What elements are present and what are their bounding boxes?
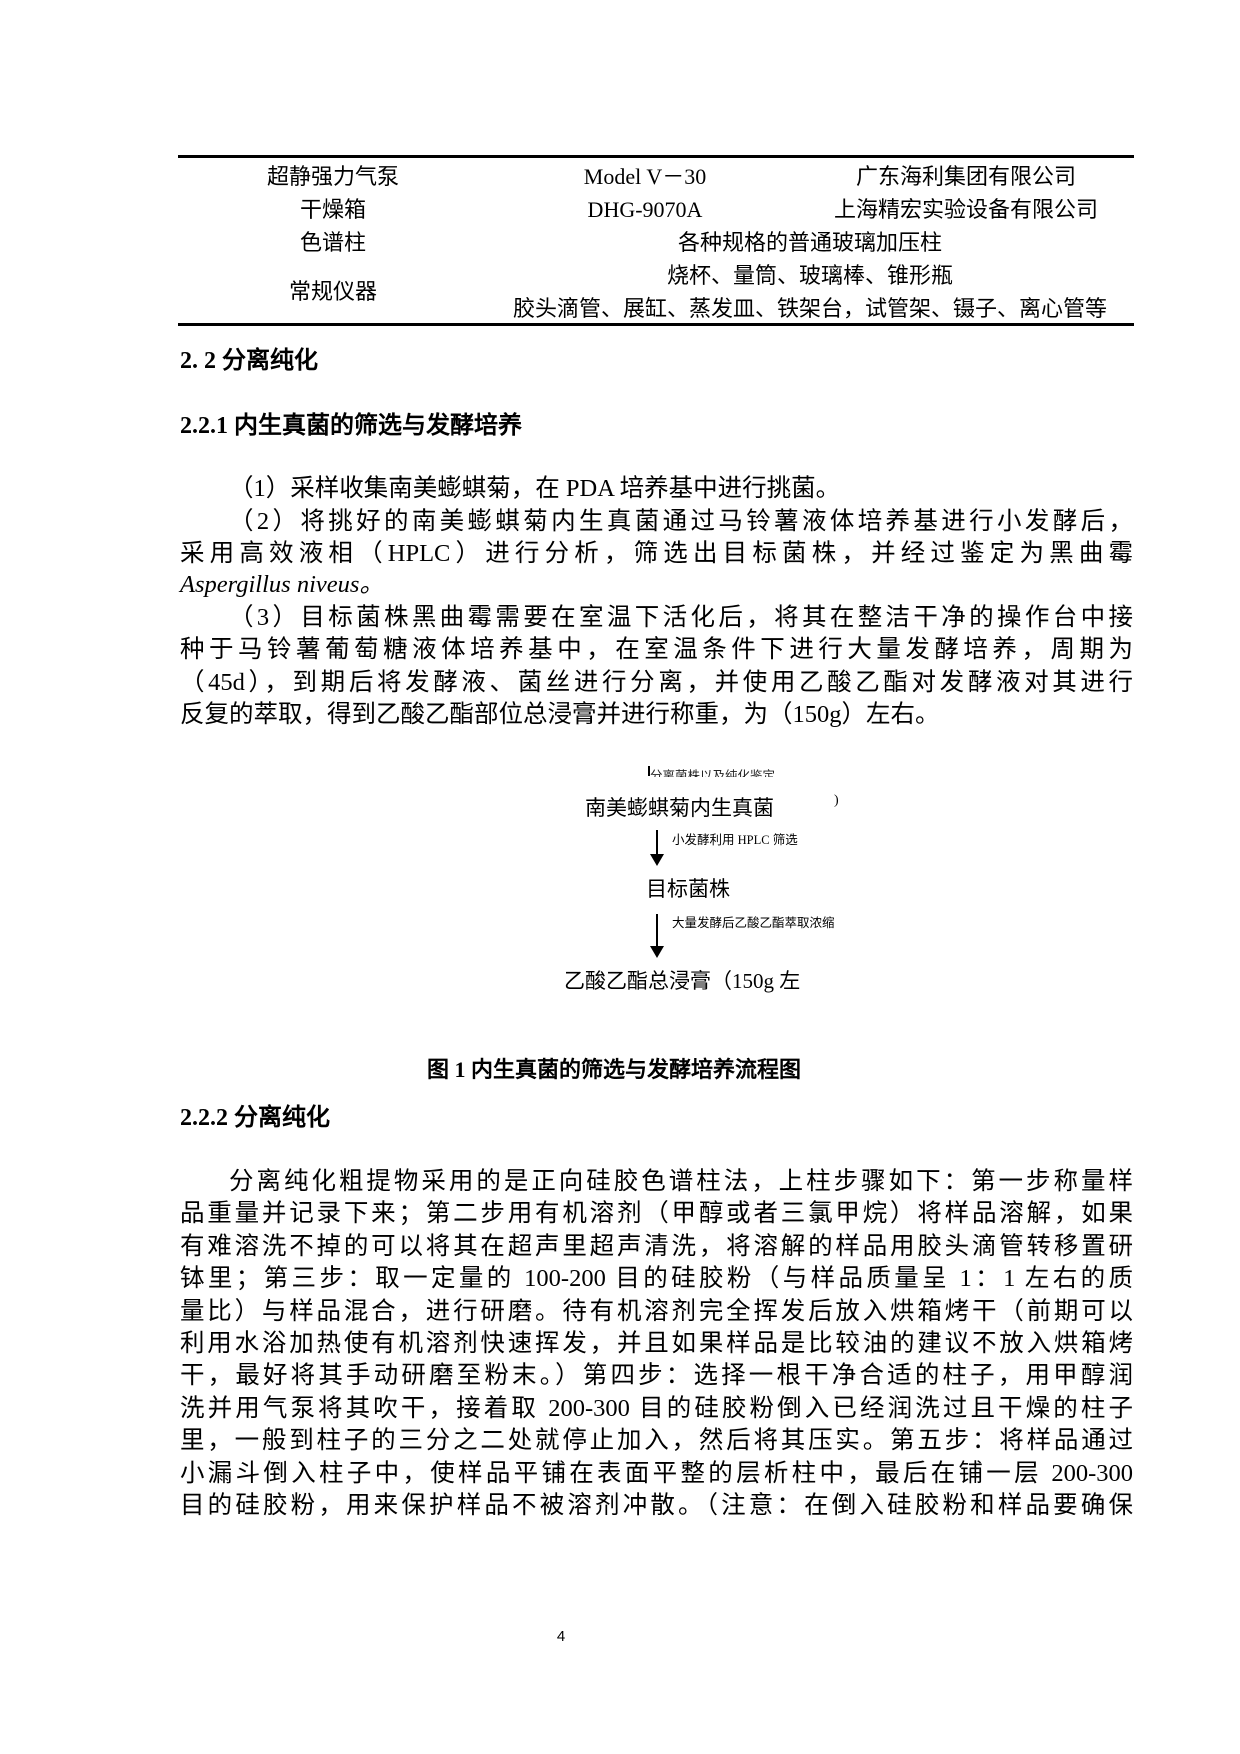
arrow-down-icon — [650, 914, 664, 958]
arrow-down-icon — [650, 830, 664, 866]
table-cell: 烧杯、量筒、玻璃棒、锥形瓶 — [666, 263, 954, 288]
table-cell: Model V－30 — [583, 164, 707, 189]
paragraph-line: Aspergillus niveus。 — [180, 571, 384, 598]
paragraph-line: 量比）与样品混合，进行研磨。待有机溶剂完全挥发后放入烘箱烤干（前期可以 — [180, 1298, 1133, 1325]
flow-edge-label: 大量发酵后乙酸乙酯萃取浓缩 — [672, 916, 835, 930]
paragraph-line: 小漏斗倒入柱子中，使样品平铺在表面平整的层析柱中，最后在铺一层 200-300 — [180, 1460, 1133, 1487]
table-cell: 上海精宏实验设备有限公司 — [833, 197, 1099, 222]
table-cell: 色谱柱 — [299, 230, 367, 255]
paragraph-line: （45d），到期后将发酵液、菌丝进行分离，并使用乙酸乙酯对发酵液对其进行 — [180, 669, 1133, 696]
paragraph-line: （2）将挑好的南美蟛蜞菊内生真菌通过马铃薯液体培养基进行小发酵后， — [229, 508, 1133, 535]
section-heading: 2.2.1 内生真菌的筛选与发酵培养 — [180, 413, 522, 439]
section-heading: 2. 2 分离纯化 — [180, 348, 318, 374]
clipped-line — [648, 766, 650, 776]
paragraph-line: 种于马铃薯葡萄糖液体培养基中，在室温条件下进行大量发酵培养，周期为 — [180, 636, 1133, 663]
flow-node: 乙酸乙酯总浸膏（150g 左 — [564, 969, 801, 993]
clipped-paren: ) — [834, 793, 839, 808]
table-cell: 胶头滴管、展缸、蒸发皿、铁架台，试管架、镊子、离心管等 — [512, 296, 1108, 321]
flow-node: 目标菌株 — [646, 877, 730, 901]
paragraph-line: 采用高效液相（HPLC）进行分析，筛选出目标菌株，并经过鉴定为黑曲霉 — [180, 540, 1133, 567]
paragraph-line: 分离纯化粗提物采用的是正向硅胶色谱柱法，上柱步骤如下：第一步称量样 — [229, 1168, 1133, 1195]
table-cell: 干燥箱 — [299, 197, 367, 222]
paragraph-line: 有难溶洗不掉的可以将其在超声里超声清洗，将溶解的样品用胶头滴管转移置研 — [180, 1233, 1133, 1260]
paragraph-line: 里，一般到柱子的三分之二处就停止加入，然后将其压实。第五步：将样品通过 — [180, 1427, 1133, 1454]
section-heading: 2.2.2 分离纯化 — [180, 1105, 330, 1131]
figure-caption: 图 1 内生真菌的筛选与发酵培养流程图 — [426, 1057, 802, 1082]
table-cell: 各种规格的普通玻璃加压柱 — [677, 230, 943, 255]
paragraph-line: 品重量并记录下来；第二步用有机溶剂（甲醇或者三氯甲烷）将样品溶解，如果 — [180, 1200, 1133, 1227]
paragraph-line: 钵里；第三步：取一定量的 100-200 目的硅胶粉（与样品质量呈 1：1 左右… — [180, 1265, 1133, 1292]
paragraph-line: 洗并用气泵将其吹干，接着取 200-300 目的硅胶粉倒入已经润洗过且干燥的柱子 — [180, 1395, 1133, 1422]
table-bottom-rule — [178, 323, 1134, 326]
paragraph-line: （3）目标菌株黑曲霉需要在室温下活化后，将其在整洁干净的操作台中接 — [229, 604, 1133, 631]
flowchart-clipped-label: 分离菌株以及纯化鉴定 — [650, 769, 776, 777]
table-cell: DHG-9070A — [587, 197, 703, 222]
paragraph-line: 干，最好将其手动研磨至粉末。）第四步：选择一根干净合适的柱子，用甲醇润 — [180, 1362, 1133, 1389]
paragraph-line: （1）采样收集南美蟛蜞菊，在 PDA 培养基中进行挑菌。 — [229, 475, 841, 502]
table-top-rule — [178, 155, 1134, 158]
flow-edge-label: 小发酵利用 HPLC 筛选 — [672, 833, 798, 847]
flow-node: 南美蟛蜞菊内生真菌 — [585, 796, 774, 820]
paragraph-line: 目的硅胶粉，用来保护样品不被溶剂冲散。（注意：在倒入硅胶粉和样品要确保 — [180, 1492, 1133, 1519]
paragraph-line: 利用水浴加热使有机溶剂快速挥发，并且如果样品是比较油的建议不放入烘箱烤 — [180, 1330, 1133, 1357]
table-cell: 超静强力气泵 — [266, 164, 400, 189]
table-cell: 常规仪器 — [288, 279, 378, 304]
page-number: 4 — [556, 1628, 566, 1645]
paragraph-line: 反复的萃取，得到乙酸乙酯部位总浸膏并进行称重，为（150g）左右。 — [180, 701, 940, 728]
table-cell: 广东海利集团有限公司 — [855, 164, 1077, 189]
